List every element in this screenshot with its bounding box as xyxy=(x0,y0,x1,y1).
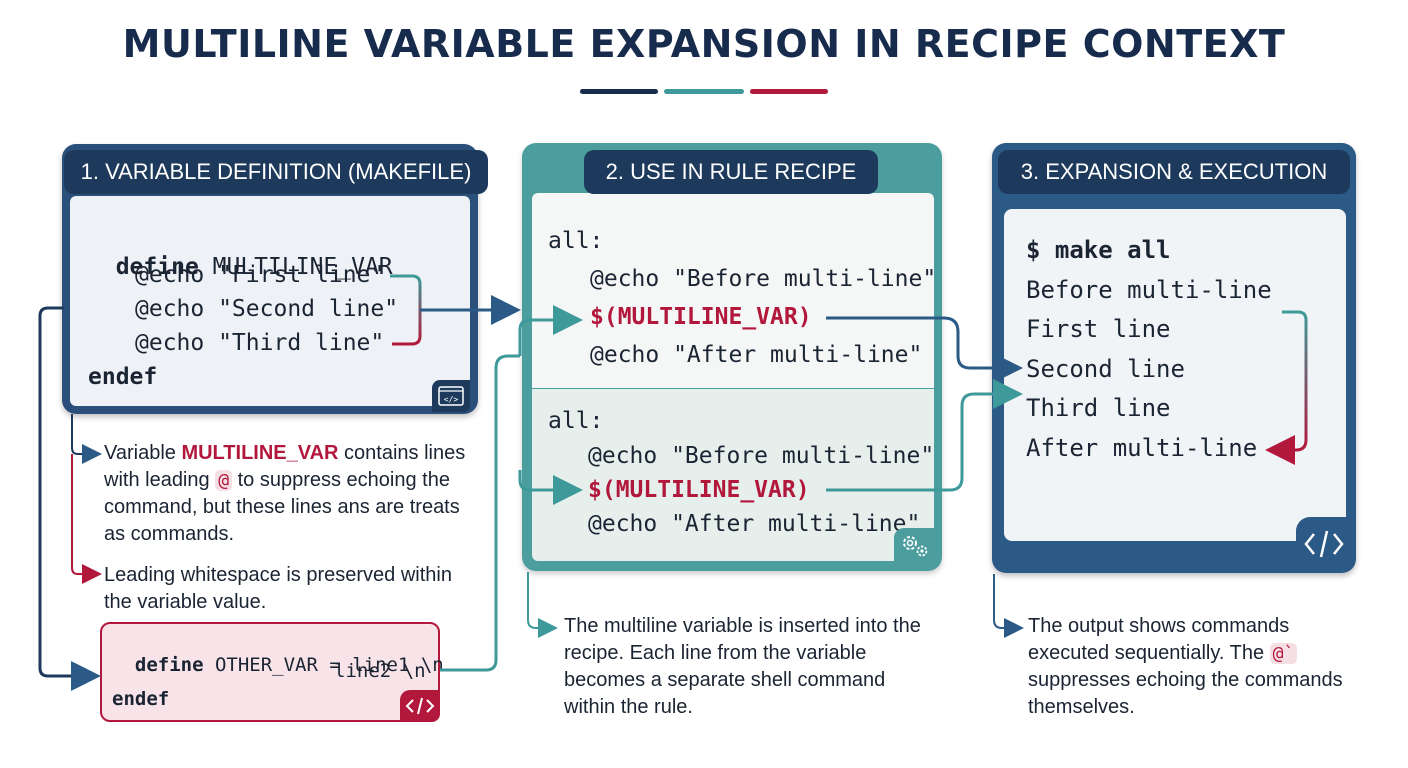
recipe1-variable: $(MULTILINE_VAR) xyxy=(590,304,812,330)
note4-prefix: The output shows commands executed seque… xyxy=(1028,615,1290,664)
note1-suffix: to suppress echoing the command, but the… xyxy=(104,469,460,545)
arrow-to-note3 xyxy=(527,572,558,638)
other-var-line-3: endef xyxy=(112,688,170,710)
note1-variable: MULTILINE_VAR xyxy=(181,442,339,464)
recipe2-after: @echo "After multi-line" xyxy=(588,511,921,537)
note1-mid: contains lines with leading xyxy=(104,442,466,491)
arrow-recipe1-to-output xyxy=(826,316,1023,383)
make-command: $ make all xyxy=(1026,236,1171,264)
recipe2-variable: $(MULTILINE_VAR) xyxy=(588,477,810,503)
recipe1-before: @echo "Before multi-line" xyxy=(590,266,937,292)
note-output: The output shows commands executed seque… xyxy=(1028,613,1358,721)
definition-line-2: @echo "Second line" xyxy=(135,296,399,322)
recipe2-target: all: xyxy=(548,408,604,434)
expansion-header: 3. EXPANSION & EXECUTION xyxy=(998,150,1350,194)
code-brackets-icon-small xyxy=(400,690,440,722)
other-var-define-keyword: define xyxy=(134,654,204,676)
note-whitespace: Leading whitespace is preserved within t… xyxy=(104,564,452,613)
output-line-3: Second line xyxy=(1026,355,1185,383)
arrow-to-other-var xyxy=(38,306,101,691)
rule-recipe-code-area-1 xyxy=(532,193,934,388)
title-underline-teal xyxy=(664,89,744,94)
variable-definition-code-area xyxy=(70,196,470,406)
rule-recipe-header: 2. USE IN RULE RECIPE xyxy=(584,150,878,194)
other-var-line-1: define OTHER_VAR = line1 \n xyxy=(112,632,444,676)
output-line-2: First line xyxy=(1026,315,1171,343)
other-var-line-2: line2 \n xyxy=(334,660,426,682)
arrow-to-note2 xyxy=(71,454,102,584)
note1-prefix: Variable xyxy=(104,442,182,464)
at-sign-badge-2: @` xyxy=(1269,643,1298,664)
arrow-other-var-to-recipe xyxy=(440,354,520,672)
definition-line-1: @echo "First line" xyxy=(135,262,385,288)
arrow-into-recipe1 xyxy=(518,305,583,356)
title-underline-red xyxy=(750,89,828,94)
note-inserted: The multiline variable is inserted into … xyxy=(564,615,921,718)
expansion-output-area xyxy=(1004,209,1346,541)
rule-recipe-code-area-2 xyxy=(532,389,934,561)
arrow-recipe2-to-output xyxy=(826,379,1023,492)
output-line-1: Before multi-line xyxy=(1026,276,1272,304)
variable-definition-header: 1. VARIABLE DEFINITION (MAKEFILE) xyxy=(64,150,488,194)
definition-line-3: @echo "Third line" xyxy=(135,330,385,356)
code-window-icon: </> xyxy=(432,380,470,412)
define-variable-name: MULTILINE_VAR xyxy=(198,254,393,280)
page-title: MULTILINE VARIABLE EXPANSION IN RECIPE C… xyxy=(122,22,1286,66)
note-multiline-var: Variable MULTILINE_VAR contains lines wi… xyxy=(104,440,474,548)
arrow-to-note1 xyxy=(71,414,102,464)
code-brackets-icon xyxy=(1296,517,1352,569)
recipe1-target: all: xyxy=(548,228,604,254)
recipe2-before: @echo "Before multi-line" xyxy=(588,443,935,469)
arrow-into-recipe2 xyxy=(518,470,583,505)
note4-suffix: suppresses echoing the commands themselv… xyxy=(1028,669,1343,718)
output-bracket xyxy=(1265,310,1308,465)
other-var-box xyxy=(100,622,440,722)
other-var-definition: OTHER_VAR = line1 \n xyxy=(203,654,444,676)
at-sign-badge: @ xyxy=(215,470,233,491)
endef-line: endef xyxy=(88,364,158,390)
svg-text:</>: </> xyxy=(444,395,459,404)
define-keyword: define xyxy=(115,254,199,280)
definition-bracket xyxy=(390,274,422,346)
gears-icon xyxy=(894,528,934,562)
recipe1-after: @echo "After multi-line" xyxy=(590,342,923,368)
output-line-4: Third line xyxy=(1026,394,1171,422)
arrow-to-note4 xyxy=(993,574,1024,638)
define-line: define MULTILINE_VAR xyxy=(88,228,393,280)
title-underline-navy xyxy=(580,89,658,94)
output-line-5: After multi-line xyxy=(1026,434,1258,462)
